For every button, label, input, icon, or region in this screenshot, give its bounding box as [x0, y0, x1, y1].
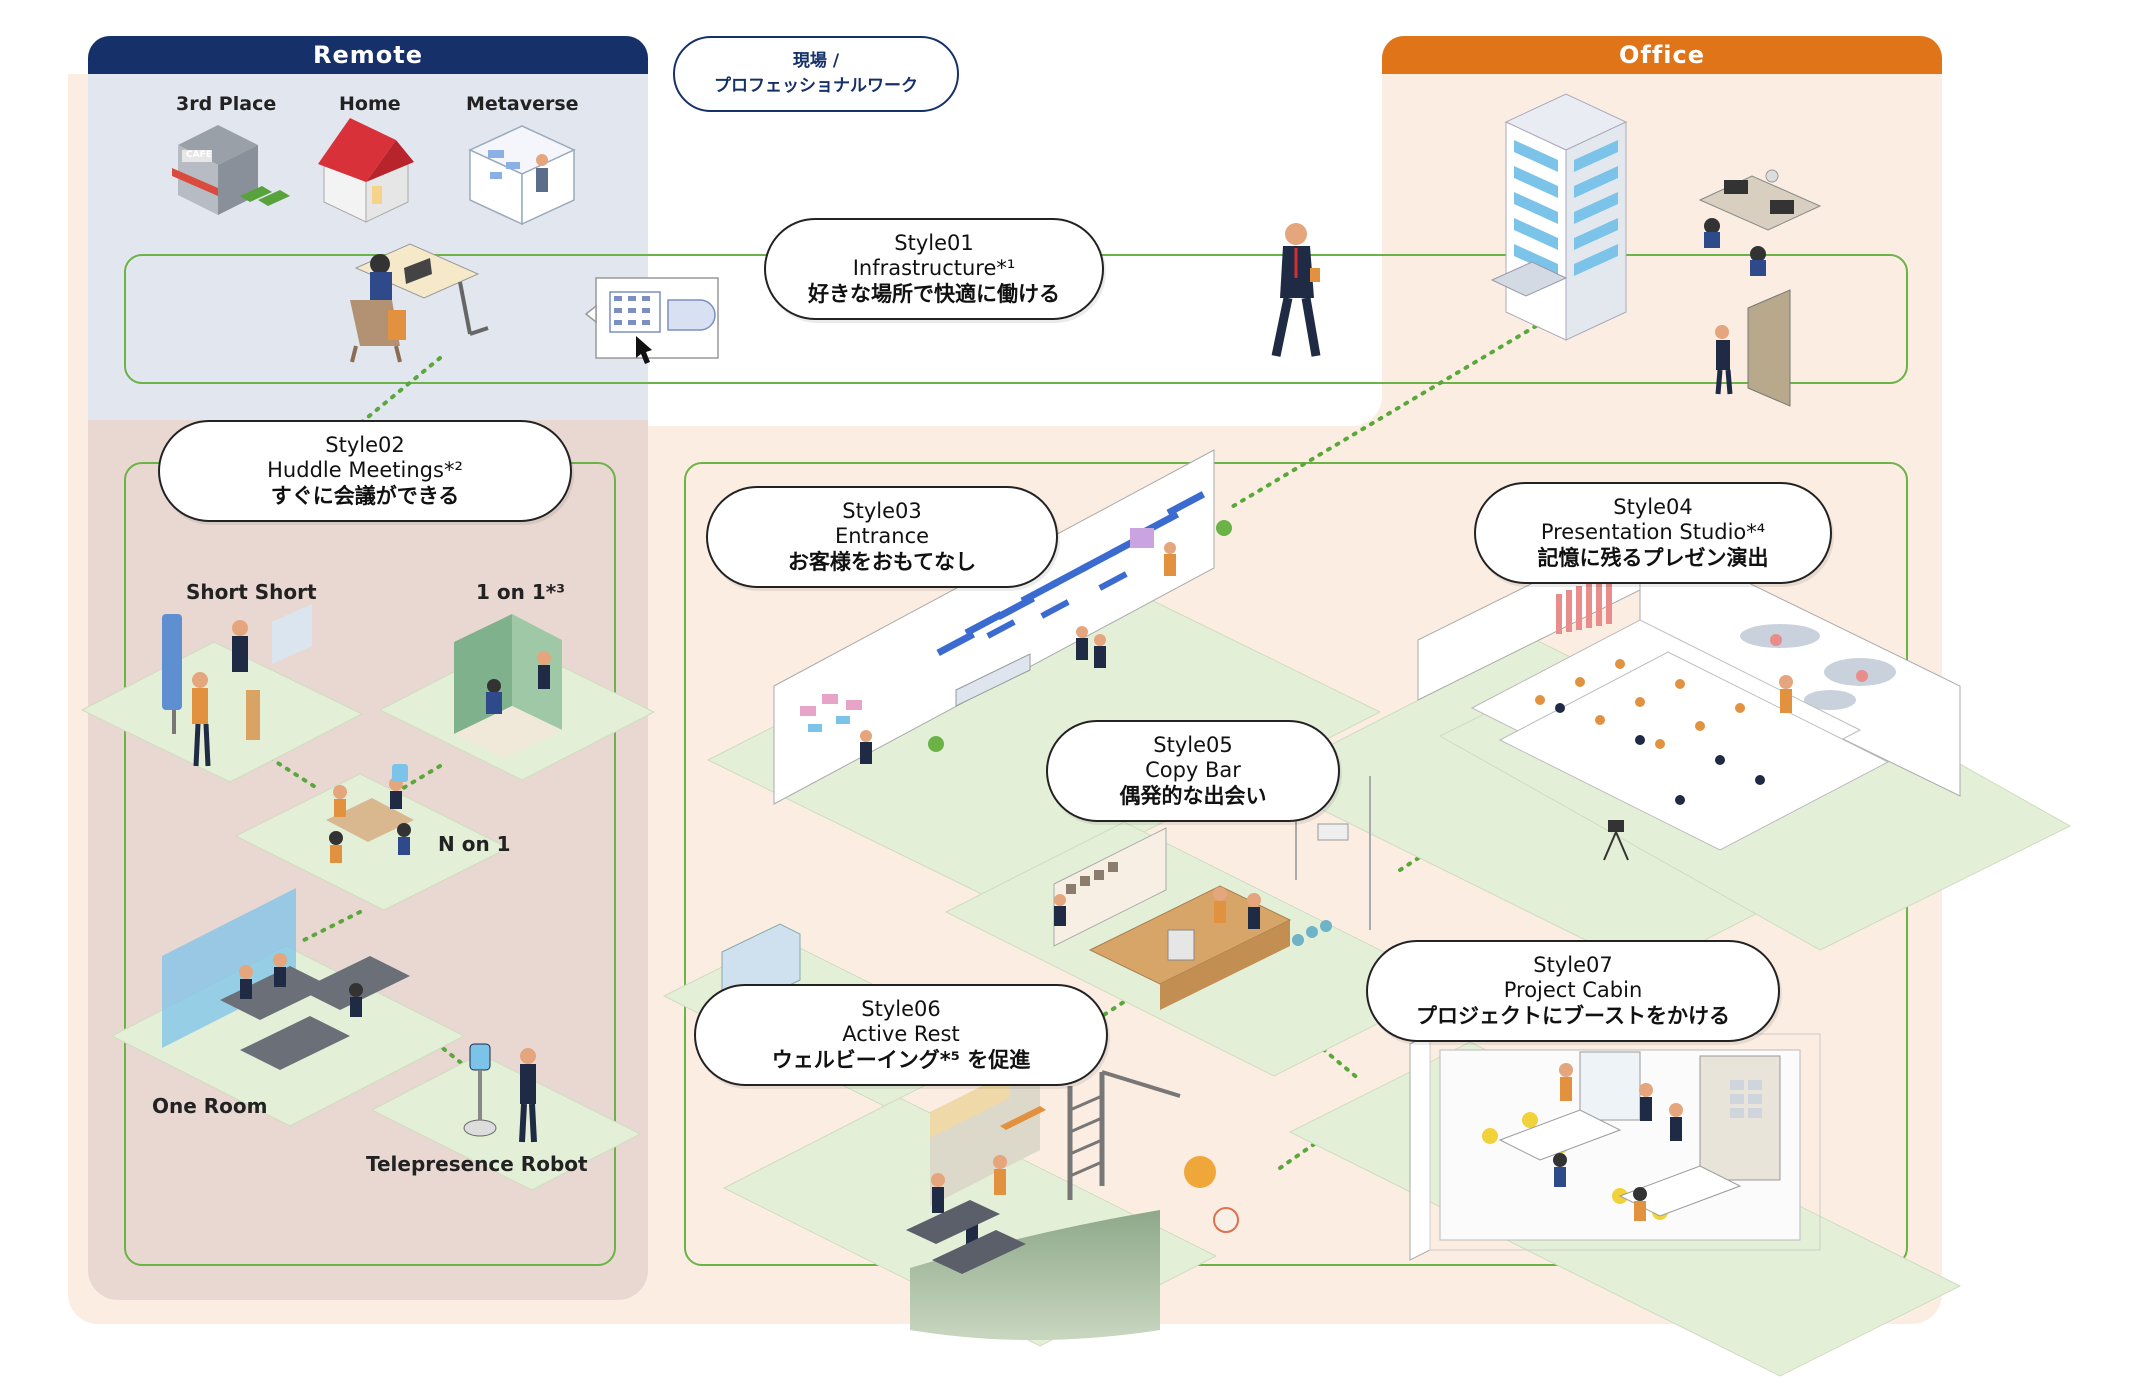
- one-room-label: One Room: [152, 1094, 268, 1118]
- style01-card: Style01 Infrastructure*¹ 好きな場所で快適に働ける: [764, 218, 1104, 320]
- style07-card: Style07 Project Cabin プロジェクトにブーストをかける: [1366, 940, 1780, 1042]
- entrance-wall-illustration: [773, 449, 1232, 805]
- style05-id: Style05: [1153, 732, 1233, 757]
- office-desks-illustration: [1698, 169, 1822, 276]
- style04-desc: 記憶に残るプレゼン演出: [1537, 545, 1769, 570]
- style03-id: Style03: [842, 498, 922, 523]
- telepresence-robot-label: Telepresence Robot: [366, 1152, 588, 1176]
- short-short-illustration: [162, 604, 312, 767]
- metaverse-illustration: [468, 125, 576, 226]
- huddle-tiles: [80, 641, 656, 1191]
- style07-desc: プロジェクトにブーストをかける: [1416, 1003, 1730, 1028]
- copy-bar-illustration: [1053, 776, 1371, 1010]
- style01-id: Style01: [894, 230, 974, 255]
- third-place-shop-illustration: [172, 125, 290, 215]
- style06-card: Style06 Active Rest ウェルビーイング*⁵ を促進: [694, 984, 1108, 1086]
- style01-desc: 好きな場所で快適に働ける: [808, 281, 1060, 306]
- style06-name: Active Rest: [842, 1022, 960, 1047]
- third-place-label: 3rd Place: [176, 93, 277, 115]
- onsite-zone-badge: 現場 / プロフェッショナルワーク: [673, 36, 959, 112]
- style02-desc: すぐに会議ができる: [270, 483, 460, 508]
- style05-card: Style05 Copy Bar 偶発的な出会い: [1046, 720, 1340, 822]
- n-on-one-illustration: [326, 764, 414, 863]
- home-label: Home: [339, 93, 401, 115]
- style03-card: Style03 Entrance お客様をおもてなし: [706, 486, 1058, 588]
- style07-id: Style07: [1533, 952, 1613, 977]
- style04-name: Presentation Studio*⁴: [1540, 520, 1766, 545]
- home-desk-illustration: [350, 243, 489, 363]
- onsite-line-2: プロフェッショナルワーク: [714, 76, 918, 96]
- office-zone-header: Office: [1382, 36, 1942, 74]
- one-on-one-label: 1 on 1*³: [476, 580, 565, 604]
- style03-desc: お客様をおもてなし: [787, 549, 977, 574]
- style04-id: Style04: [1613, 494, 1693, 519]
- style02-name: Huddle Meetings*²: [267, 458, 463, 483]
- home-illustration: [318, 118, 414, 223]
- project-cabin-illustration: [1409, 1033, 1821, 1261]
- style02-id: Style02: [325, 432, 405, 457]
- walking-businessman-illustration: [1271, 223, 1321, 357]
- style06-desc: ウェルビーイング*⁵ を促進: [771, 1047, 1031, 1072]
- style04-card: Style04 Presentation Studio*⁴ 記憶に残るプレゼン演…: [1474, 482, 1832, 584]
- office-building-illustration: [1490, 93, 1628, 341]
- floor-plan-illustration: [584, 277, 719, 364]
- style02-card: Style02 Huddle Meetings*² すぐに会議ができる: [158, 420, 572, 522]
- office-door-illustration: [1715, 289, 1791, 407]
- style06-id: Style06: [861, 996, 941, 1021]
- one-on-one-booth-illustration: [454, 614, 562, 758]
- remote-zone-header: Remote: [88, 36, 648, 74]
- style01-name: Infrastructure*¹: [852, 256, 1016, 281]
- style03-name: Entrance: [834, 524, 930, 549]
- telepresence-robot-illustration: [463, 1043, 537, 1143]
- short-short-label: Short Short: [186, 580, 317, 604]
- cafe-sign-label: CAFE: [186, 150, 212, 160]
- metaverse-label: Metaverse: [466, 93, 579, 115]
- one-room-illustration: [162, 888, 410, 1070]
- onsite-line-1: 現場 /: [792, 51, 840, 72]
- style05-name: Copy Bar: [1145, 758, 1241, 783]
- style05-desc: 偶発的な出会い: [1119, 783, 1267, 808]
- n-on-one-label: N on 1: [438, 832, 511, 856]
- style07-name: Project Cabin: [1503, 978, 1643, 1003]
